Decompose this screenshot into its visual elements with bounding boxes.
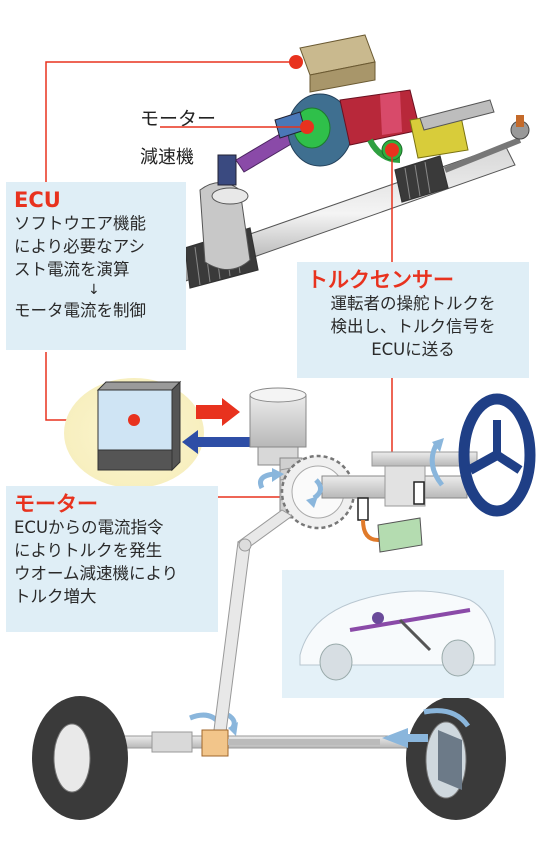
ecu-line: により必要なアシ xyxy=(14,237,146,256)
rotation-arrowheads xyxy=(228,438,444,736)
steering-wheel xyxy=(458,393,536,517)
motor-line: トルク増大 xyxy=(14,587,97,606)
torque-sensor-callout: トルクセンサー 運転者の操舵トルクを 検出し、トルク信号を ECUに送る xyxy=(297,262,529,378)
intermediate-shaft xyxy=(213,509,293,733)
motor-line: によりトルクを発生 xyxy=(14,541,163,560)
torque-sensor-line: 検出し、トルク信号を xyxy=(330,317,496,336)
car-inset xyxy=(282,570,504,698)
torque-sensor-line: 運転者の操舵トルクを xyxy=(330,294,496,313)
right-wheel xyxy=(406,696,506,820)
torque-sensor-line: ECUに送る xyxy=(371,340,455,359)
wheel-arrows xyxy=(382,708,471,748)
motor-title: モーター xyxy=(14,492,98,516)
ecu-title: ECU xyxy=(14,188,61,212)
left-wheel xyxy=(32,696,128,820)
ecu-line: スト電流を演算 xyxy=(14,260,130,279)
ecu-schematic xyxy=(64,378,204,488)
torque-sensor-title: トルクセンサー xyxy=(307,268,454,292)
ecu-line: ソフトウエア機能 xyxy=(14,214,146,233)
reducer-label: 減速機 xyxy=(140,147,194,168)
front-axle xyxy=(99,729,461,757)
motor-callout: モーター ECUからの電流指令 によりトルクを発生 ウオーム減速機により トルク… xyxy=(6,486,218,632)
signal-arrows xyxy=(182,398,252,454)
eps-assembly-illustration xyxy=(169,34,530,289)
ecu-arrow: ↓ xyxy=(88,282,100,298)
motor-label-top: モーター xyxy=(140,108,217,130)
motor-line: ECUからの電流指令 xyxy=(14,518,164,537)
ecu-line: モータ電流を制御 xyxy=(14,301,146,320)
ecu-callout: ECU ソフトウエア機能 により必要なアシ スト電流を演算 ↓ モータ電流を制御 xyxy=(6,182,186,350)
motor-line: ウオーム減速機により xyxy=(14,564,179,583)
